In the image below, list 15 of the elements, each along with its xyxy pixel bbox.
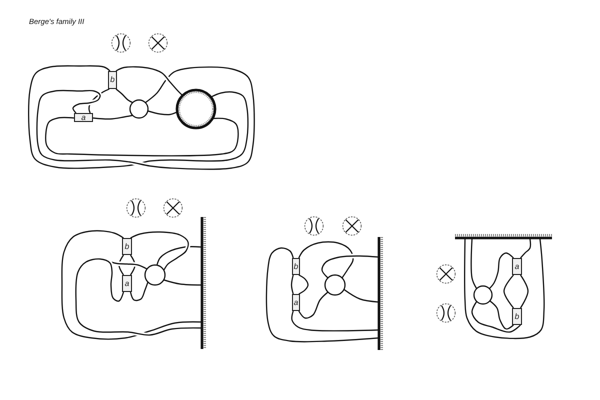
strand	[290, 274, 294, 294]
twist-box: a	[292, 294, 300, 311]
twist-box: b	[292, 258, 300, 275]
strand	[520, 274, 529, 308]
twist-box: b	[108, 71, 117, 89]
strand	[503, 274, 514, 308]
strand	[298, 274, 309, 295]
strand	[130, 254, 136, 276]
twist-box: a	[74, 113, 93, 122]
twist-box: a	[122, 275, 132, 292]
twist-box: b	[122, 238, 132, 255]
strand	[118, 254, 124, 276]
twist-box: a	[512, 258, 522, 275]
twist-box: b	[512, 308, 522, 325]
strand	[88, 88, 110, 114]
